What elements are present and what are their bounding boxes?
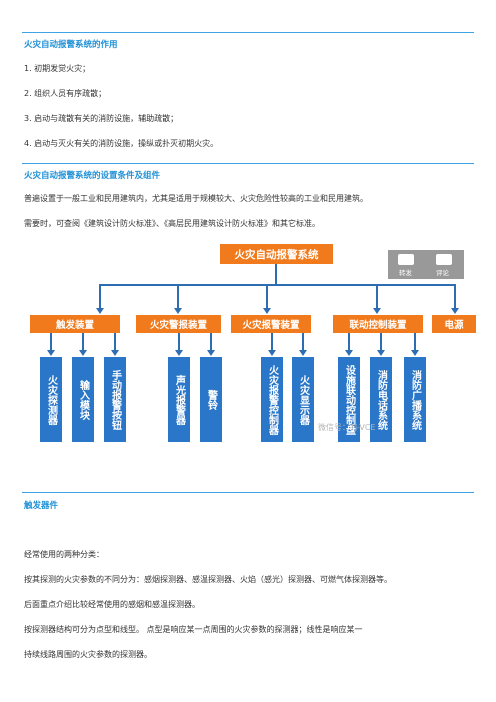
connector	[50, 333, 52, 351]
leaf-fire-phone: 消防电话系统	[370, 357, 392, 442]
category-linkage: 联动控制装置	[333, 315, 423, 333]
arrow-icon	[411, 350, 419, 356]
list-item: 2. 组织人员有序疏散；	[24, 89, 107, 98]
connector	[348, 333, 350, 351]
section-heading-function: 火灾自动报警系统的作用	[24, 40, 118, 50]
arrow-icon	[174, 308, 182, 314]
connector	[275, 264, 277, 285]
comment-label[interactable]: 评论	[436, 269, 449, 277]
connector	[114, 333, 116, 351]
arrow-icon	[111, 350, 119, 356]
arrow-icon	[377, 350, 385, 356]
paragraph: 持续线路周围的火灾参数的探测器。	[24, 650, 152, 659]
section-rule	[22, 163, 474, 164]
leaf-fire-broadcast: 消防广播系统	[404, 357, 426, 442]
leaf-sound-light-alarm: 声光报警器	[168, 357, 190, 442]
leaf-linkage-panel: 设施联动控制盘	[338, 357, 360, 442]
arrow-icon	[299, 350, 307, 356]
connector	[271, 333, 273, 351]
share-icon[interactable]	[398, 254, 414, 265]
category-trigger: 触发装置	[30, 315, 120, 333]
leaf-fire-detector: 火灾探测器	[40, 357, 62, 442]
section-heading-trigger: 触发器件	[24, 501, 59, 511]
category-power: 电源	[432, 315, 476, 333]
connector	[302, 333, 304, 351]
connector	[178, 333, 180, 351]
connector	[454, 284, 456, 309]
leaf-bell: 警铃	[200, 357, 222, 442]
list-item: 1. 初期发觉火灾；	[24, 64, 91, 73]
arrow-icon	[345, 350, 353, 356]
arrow-icon	[96, 308, 104, 314]
connector	[380, 333, 382, 351]
connector	[99, 284, 455, 286]
connector	[82, 333, 84, 351]
category-alarm-control: 火灾报警装置	[231, 315, 311, 333]
connector	[414, 333, 416, 351]
system-diagram: 火灾自动报警系统 触发装置 火灾警报装置 火灾报警装置 联动控制装置 电源	[28, 240, 476, 455]
arrow-icon	[207, 350, 215, 356]
connector	[376, 284, 378, 309]
paragraph: 需要时，可查阅《建筑设计防火标准》、《高层民用建筑设计防火标准》和其它标准。	[24, 219, 320, 228]
watermark: 微信号：TJ-VCE	[318, 423, 376, 432]
connector	[266, 284, 268, 309]
leaf-fire-display: 火灾显示器	[292, 357, 314, 442]
leaf-input-module: 输入模块	[72, 357, 94, 442]
leaf-manual-button: 手动报警按钮	[104, 357, 126, 442]
leaf-alarm-controller: 火灾报警控制器	[261, 357, 283, 442]
share-label[interactable]: 转发	[399, 269, 412, 277]
arrow-icon	[175, 350, 183, 356]
arrow-icon	[47, 350, 55, 356]
connector	[99, 284, 101, 309]
category-alarm-device: 火灾警报装置	[136, 315, 221, 333]
connector	[177, 284, 179, 309]
arrow-icon	[263, 308, 271, 314]
section-rule	[22, 492, 474, 493]
list-item: 3. 启动与疏散有关的消防设施，辅助疏散；	[24, 114, 179, 123]
paragraph: 按其探测的火灾参数的不同分为：感烟探测器、感温探测器、火焰（感光）探测器、可燃气…	[24, 575, 392, 584]
arrow-icon	[451, 308, 459, 314]
paragraph: 经常使用的两种分类：	[24, 550, 104, 559]
comment-icon[interactable]	[436, 254, 452, 265]
paragraph: 普遍设置于一般工业和民用建筑内，尤其是适用于规模较大、火灾危险性较高的工业和民用…	[24, 194, 368, 203]
share-overlay[interactable]: 转发 评论	[388, 250, 464, 279]
section-rule	[22, 32, 474, 33]
arrow-icon	[268, 350, 276, 356]
arrow-icon	[79, 350, 87, 356]
paragraph: 按探测器结构可分为点型和线型。 点型是响应某一点周围的火灾参数的探测器；线性是响…	[24, 625, 363, 634]
diagram-root: 火灾自动报警系统	[220, 244, 333, 264]
section-heading-conditions: 火灾自动报警系统的设置条件及组件	[24, 171, 161, 181]
paragraph: 后面重点介绍比较经常使用的感烟和感温探测器。	[24, 600, 200, 609]
list-item: 4. 启动与灭火有关的消防设施，操纵或扑灭初期火灾。	[24, 139, 219, 148]
connector	[210, 333, 212, 351]
arrow-icon	[373, 308, 381, 314]
